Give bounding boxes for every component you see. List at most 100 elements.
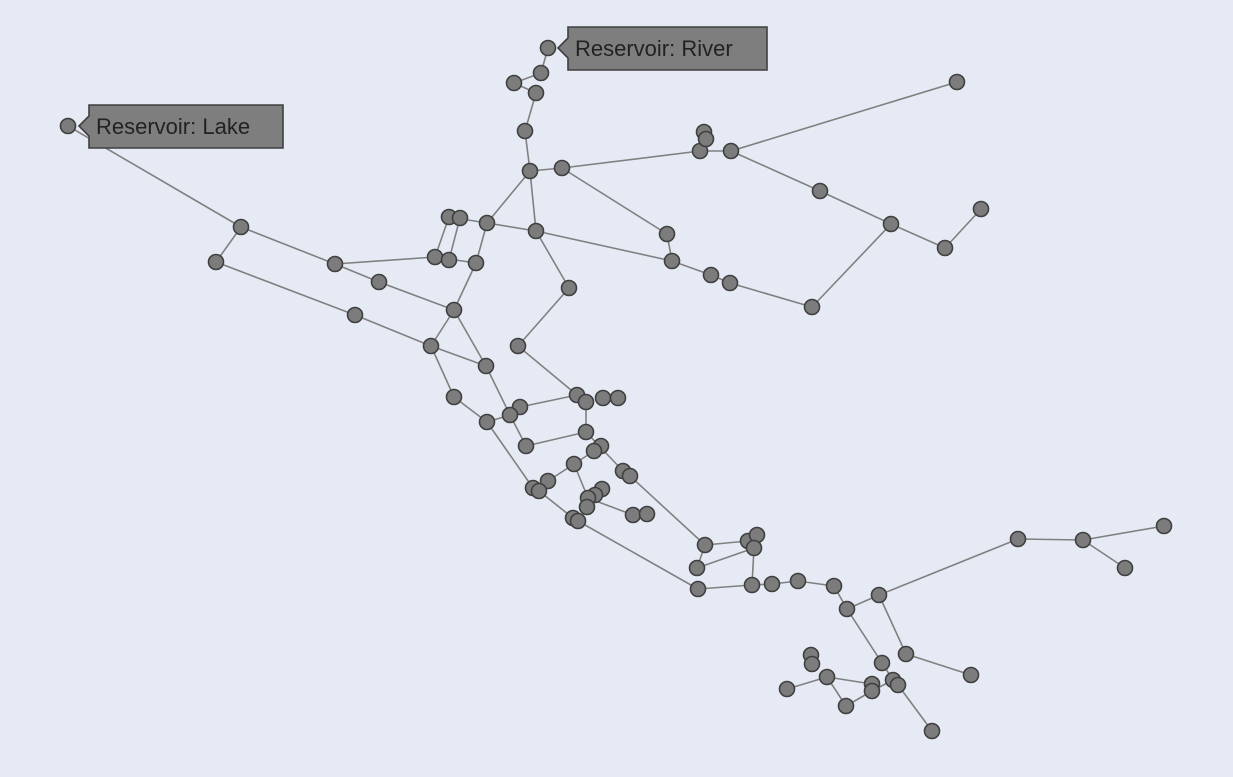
pipe-link[interactable] [517, 287, 570, 347]
pipe-link[interactable] [354, 314, 432, 347]
junction-node[interactable] [509, 337, 527, 355]
junction-node[interactable] [811, 182, 829, 200]
junction-node[interactable] [818, 668, 836, 686]
pipe-link[interactable] [430, 345, 455, 398]
pipe-link[interactable] [811, 223, 892, 308]
junction-node[interactable] [624, 506, 642, 524]
reservoir-river-tag[interactable]: Reservoir: River [556, 26, 768, 71]
pipe-link[interactable] [430, 345, 487, 367]
junction-node[interactable] [370, 273, 388, 291]
pipe-link[interactable] [453, 262, 477, 311]
junction-node[interactable] [721, 274, 739, 292]
junction-node[interactable] [478, 413, 496, 431]
junction-node[interactable] [532, 64, 550, 82]
junction-node[interactable] [609, 389, 627, 407]
junction-node[interactable] [440, 251, 458, 269]
junction-node[interactable] [560, 279, 578, 297]
junction-node[interactable] [838, 600, 856, 618]
junction-node[interactable] [527, 222, 545, 240]
junction-node[interactable] [936, 239, 954, 257]
junction-node[interactable] [569, 512, 587, 530]
pipe-link[interactable] [525, 431, 587, 447]
junction-node[interactable] [517, 437, 535, 455]
junction-node[interactable] [663, 252, 681, 270]
junction-node[interactable] [743, 576, 761, 594]
junction-node[interactable] [594, 389, 612, 407]
junction-node[interactable] [870, 586, 888, 604]
junction-node[interactable] [763, 575, 781, 593]
junction-node[interactable] [577, 393, 595, 411]
junction-node[interactable] [346, 306, 364, 324]
junction-node[interactable] [1074, 531, 1092, 549]
pipe-link[interactable] [334, 256, 436, 265]
junction-node[interactable] [207, 253, 225, 271]
junction-node[interactable] [873, 654, 891, 672]
reservoir-river-node[interactable] [539, 39, 557, 57]
junction-node[interactable] [948, 73, 966, 91]
pipe-link[interactable] [561, 150, 701, 169]
pipe-link[interactable] [697, 584, 753, 590]
pipe-link[interactable] [1082, 539, 1126, 569]
junction-node[interactable] [972, 200, 990, 218]
junction-node[interactable] [778, 680, 796, 698]
junction-node[interactable] [923, 722, 941, 740]
junction-node[interactable] [745, 539, 763, 557]
junction-node[interactable] [837, 697, 855, 715]
reservoir-lake-node[interactable] [59, 117, 77, 135]
junction-node[interactable] [658, 225, 676, 243]
junction-node[interactable] [521, 162, 539, 180]
junction-node[interactable] [1155, 517, 1173, 535]
pipe-link[interactable] [486, 421, 534, 489]
pipe-link[interactable] [529, 170, 537, 232]
junction-node[interactable] [689, 580, 707, 598]
junction-node[interactable] [477, 357, 495, 375]
pipe-link[interactable] [215, 261, 356, 316]
junction-node[interactable] [445, 388, 463, 406]
junction-node[interactable] [516, 122, 534, 140]
pipe-link[interactable] [878, 538, 1019, 596]
pipe-link[interactable] [629, 475, 706, 546]
junction-node[interactable] [638, 505, 656, 523]
pipe-link[interactable] [878, 594, 907, 655]
junction-node[interactable] [1116, 559, 1134, 577]
junction-node[interactable] [445, 301, 463, 319]
pipe-link[interactable] [730, 81, 958, 152]
pipe-link[interactable] [486, 170, 531, 224]
junction-node[interactable] [722, 142, 740, 160]
pipe-link[interactable] [535, 230, 570, 289]
pipe-link[interactable] [846, 608, 883, 664]
junction-node[interactable] [889, 676, 907, 694]
pipe-link[interactable] [819, 190, 892, 225]
pipe-link[interactable] [453, 309, 487, 367]
junction-node[interactable] [232, 218, 250, 236]
junction-node[interactable] [1009, 530, 1027, 548]
junction-node[interactable] [962, 666, 980, 684]
pipe-link[interactable] [730, 150, 821, 192]
reservoir-lake-tag[interactable]: Reservoir: Lake [77, 104, 284, 149]
junction-node[interactable] [577, 423, 595, 441]
junction-node[interactable] [553, 159, 571, 177]
junction-node[interactable] [585, 442, 603, 460]
pipe-link[interactable] [890, 223, 946, 249]
pipe-link[interactable] [517, 345, 578, 396]
pipe-link[interactable] [485, 365, 511, 416]
pipe-link[interactable] [577, 520, 699, 590]
junction-node[interactable] [501, 406, 519, 424]
pipe-link[interactable] [1017, 538, 1084, 541]
junction-node[interactable] [897, 645, 915, 663]
junction-node[interactable] [882, 215, 900, 233]
pipe-link[interactable] [696, 547, 755, 569]
junction-node[interactable] [825, 577, 843, 595]
junction-node[interactable] [789, 572, 807, 590]
pipe-link[interactable] [535, 230, 673, 262]
pipe-link[interactable] [897, 684, 933, 732]
pipe-link[interactable] [561, 167, 668, 235]
junction-node[interactable] [530, 482, 548, 500]
junction-node[interactable] [527, 84, 545, 102]
junction-node[interactable] [697, 130, 715, 148]
pipe-link[interactable] [1082, 525, 1165, 541]
junction-node[interactable] [422, 337, 440, 355]
junction-node[interactable] [696, 536, 714, 554]
junction-node[interactable] [478, 214, 496, 232]
junction-node[interactable] [621, 467, 639, 485]
